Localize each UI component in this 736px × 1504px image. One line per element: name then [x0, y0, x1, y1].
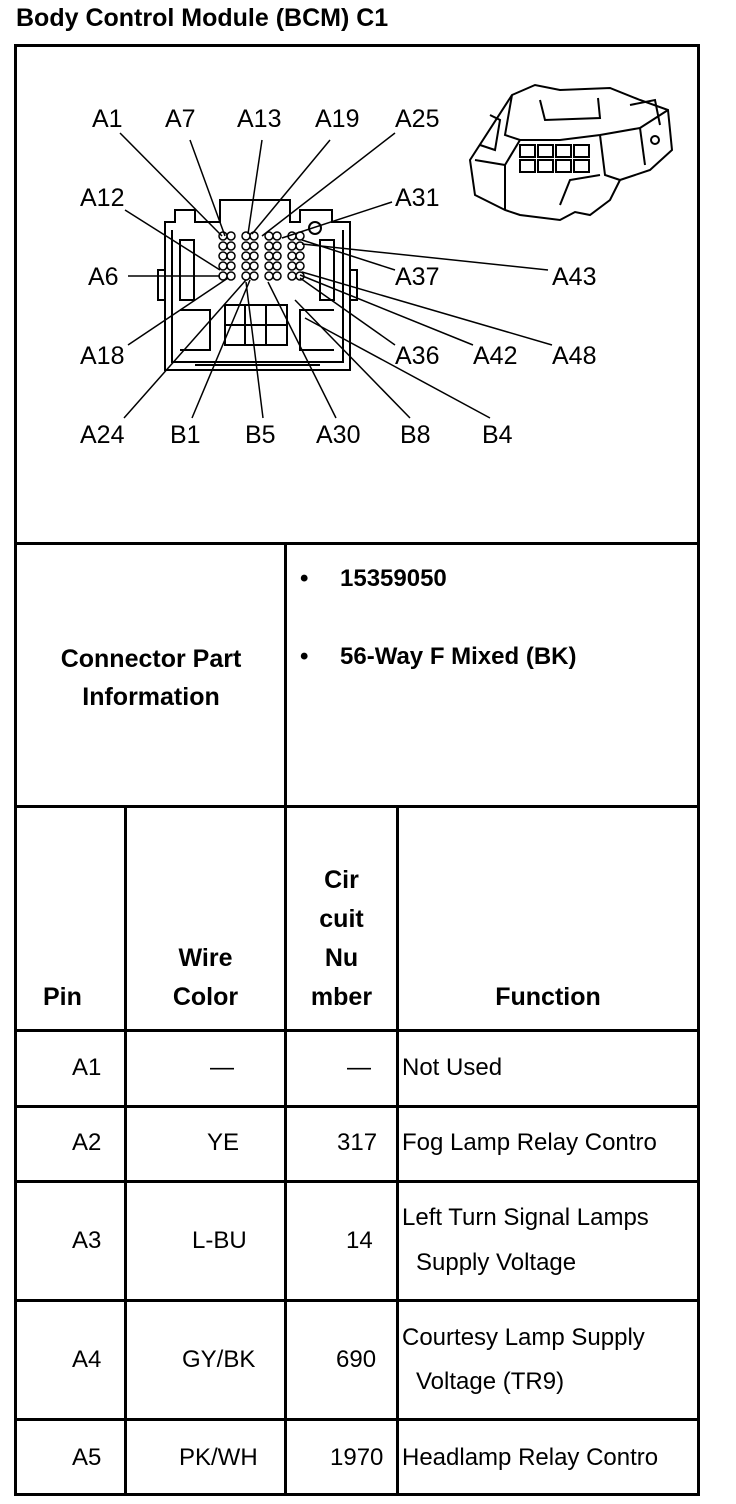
- pin-label: A7: [165, 105, 196, 133]
- page-title: Body Control Module (BCM) C1: [16, 4, 389, 32]
- row-1-wire-color: —: [210, 1054, 234, 1081]
- connector-diagram: A1 A7 A13 A19 A25 A12 A31 A6 A37 A43 A18…: [80, 83, 674, 449]
- bullet-icon: •: [300, 565, 309, 592]
- row-3-pin: A3: [72, 1227, 102, 1254]
- row-2-pin: A2: [72, 1129, 102, 1156]
- connector-face: [157, 199, 358, 371]
- divider-row-3: [14, 1299, 700, 1302]
- connector-type-item: • 56-Way F Mixed (BK): [300, 643, 576, 671]
- row-2-function: Fog Lamp Relay Contro: [402, 1129, 657, 1156]
- divider-row-4: [14, 1418, 700, 1421]
- pin-label: A12: [80, 184, 124, 212]
- pin-label: B8: [400, 421, 431, 449]
- pin-label: B4: [482, 421, 513, 449]
- part-number: 15359050: [340, 565, 447, 592]
- row-4-function-line2: Voltage (TR9): [416, 1368, 565, 1395]
- row-4-circuit: 690: [336, 1346, 377, 1373]
- header-wire-color-line2: Color: [172, 983, 239, 1011]
- header-circuit-line4: mber: [310, 983, 373, 1011]
- pin-label: A30: [316, 421, 360, 449]
- divider-row-2: [14, 1180, 700, 1183]
- pin-label: A13: [237, 105, 281, 133]
- pin-label: A48: [552, 342, 596, 370]
- part-number-item: • 15359050: [300, 565, 447, 593]
- connector-part-info-line1: Connector Part: [60, 645, 242, 673]
- header-circuit-line2: cuit: [319, 905, 364, 933]
- pin-label: A43: [552, 263, 596, 291]
- pin-label: A36: [395, 342, 439, 370]
- pin-label: B5: [245, 421, 276, 449]
- pin-label: A42: [473, 342, 517, 370]
- row-1-circuit: —: [347, 1054, 371, 1081]
- pin-label: A25: [395, 105, 439, 133]
- row-5-wire-color: PK/WH: [179, 1444, 258, 1471]
- divider-info-column: [284, 542, 287, 1496]
- pin-label: A31: [395, 184, 439, 212]
- header-wire-color: Wire Color: [127, 939, 284, 1017]
- row-3-circuit: 14: [346, 1227, 373, 1254]
- row-1-function: Not Used: [402, 1054, 503, 1081]
- connector-part-info-line2: Information: [82, 683, 220, 711]
- leader-lines: [119, 132, 553, 419]
- divider-row-1: [14, 1105, 700, 1108]
- pin-label: A1: [92, 105, 123, 133]
- bullet-icon: •: [300, 643, 309, 670]
- pin-label: A24: [80, 421, 125, 449]
- header-pin: Pin: [43, 983, 82, 1011]
- row-4-pin: A4: [72, 1346, 102, 1373]
- divider-circuit-column: [396, 805, 399, 1496]
- connector-isometric-view: [468, 83, 674, 222]
- pin-label: A37: [395, 263, 439, 291]
- divider-pin-column: [124, 805, 127, 1496]
- pin-label: B1: [170, 421, 201, 449]
- header-circuit-number: Cir cuit Nu mber: [287, 861, 396, 1017]
- pin-labels: A1 A7 A13 A19 A25 A12 A31 A6 A37 A43 A18…: [80, 105, 596, 449]
- header-function: Function: [495, 983, 601, 1011]
- row-3-function-line2: Supply Voltage: [416, 1249, 577, 1276]
- row-4-wire-color: GY/BK: [182, 1346, 256, 1373]
- pin-cavity-grid: [218, 231, 305, 281]
- header-wire-color-line1: Wire: [178, 944, 233, 972]
- divider-diagram-bottom: [14, 542, 700, 545]
- header-circuit-line1: Cir: [324, 866, 359, 894]
- header-circuit-line3: Nu: [324, 944, 359, 972]
- row-2-circuit: 317: [337, 1129, 378, 1156]
- row-5-circuit: 1970: [330, 1444, 384, 1471]
- row-1-pin: A1: [72, 1054, 102, 1081]
- row-4-function-line1: Courtesy Lamp Supply: [402, 1324, 645, 1351]
- connector-part-info-label: Connector Part Information: [17, 640, 285, 716]
- divider-header-bottom: [14, 1029, 700, 1032]
- row-3-wire-color: L-BU: [192, 1227, 247, 1254]
- row-5-function: Headlamp Relay Contro: [402, 1444, 659, 1471]
- connector-type: 56-Way F Mixed (BK): [340, 643, 577, 670]
- pin-label: A19: [315, 105, 359, 133]
- pin-label: A6: [88, 263, 119, 291]
- row-2-wire-color: YE: [207, 1129, 240, 1156]
- pin-label: A18: [80, 342, 124, 370]
- row-3-function-line1: Left Turn Signal Lamps: [402, 1204, 649, 1231]
- row-5-pin: A5: [72, 1444, 102, 1471]
- connector-table-frame: [14, 44, 700, 1496]
- divider-info-bottom: [14, 805, 700, 808]
